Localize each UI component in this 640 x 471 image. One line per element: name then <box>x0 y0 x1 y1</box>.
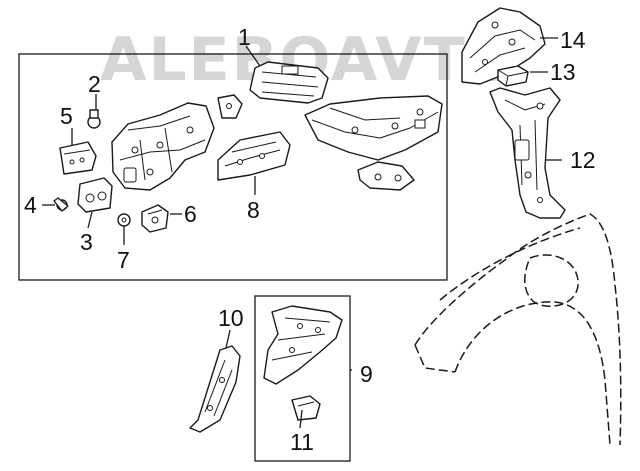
part-11-clip[interactable] <box>291 395 321 421</box>
callout-9: 9 <box>360 361 373 387</box>
part-5-bracket[interactable] <box>59 141 97 175</box>
part-1-frame-rail[interactable] <box>304 95 443 161</box>
part-1-top-panel[interactable] <box>249 61 329 104</box>
callout-4: 4 <box>24 192 37 218</box>
fender-outline <box>414 213 622 446</box>
callout-11: 11 <box>290 429 314 455</box>
part-13-reinforcement-block[interactable] <box>497 65 529 87</box>
group-box-9 <box>254 295 351 462</box>
callout-labels: 1 2 3 4 5 6 7 8 9 10 11 12 13 14 <box>24 24 596 455</box>
group-box-1 <box>18 53 448 281</box>
part-9-upper-bracket[interactable] <box>263 305 343 385</box>
callout-3: 3 <box>80 229 93 255</box>
part-6-clip[interactable] <box>141 204 169 233</box>
part-8-apron-reinforcement[interactable] <box>217 131 291 181</box>
part-12-wheelhouse-panel[interactable] <box>489 87 566 219</box>
part-10-side-reinforcement[interactable] <box>189 345 241 433</box>
part-1-lower-bracket[interactable] <box>357 161 415 191</box>
callout-8: 8 <box>247 197 260 223</box>
part-1-apron-assembly[interactable] <box>111 102 215 191</box>
leader-lines <box>42 37 562 429</box>
part-7-pin[interactable] <box>117 213 131 227</box>
callout-2: 2 <box>88 71 101 97</box>
part-14-upper-bracket[interactable] <box>461 7 546 85</box>
callout-7: 7 <box>117 247 130 273</box>
callout-13: 13 <box>550 59 576 85</box>
callout-5: 5 <box>60 103 73 129</box>
callout-12: 12 <box>570 147 596 173</box>
part-1-small-bracket[interactable] <box>217 94 243 119</box>
callout-14: 14 <box>560 27 586 53</box>
part-2-bolt[interactable] <box>87 109 101 129</box>
callout-10: 10 <box>218 305 244 331</box>
part-3-mount[interactable] <box>77 177 113 213</box>
callout-1: 1 <box>238 24 251 50</box>
callout-6: 6 <box>184 201 197 227</box>
part-4-bolt[interactable] <box>53 197 69 212</box>
